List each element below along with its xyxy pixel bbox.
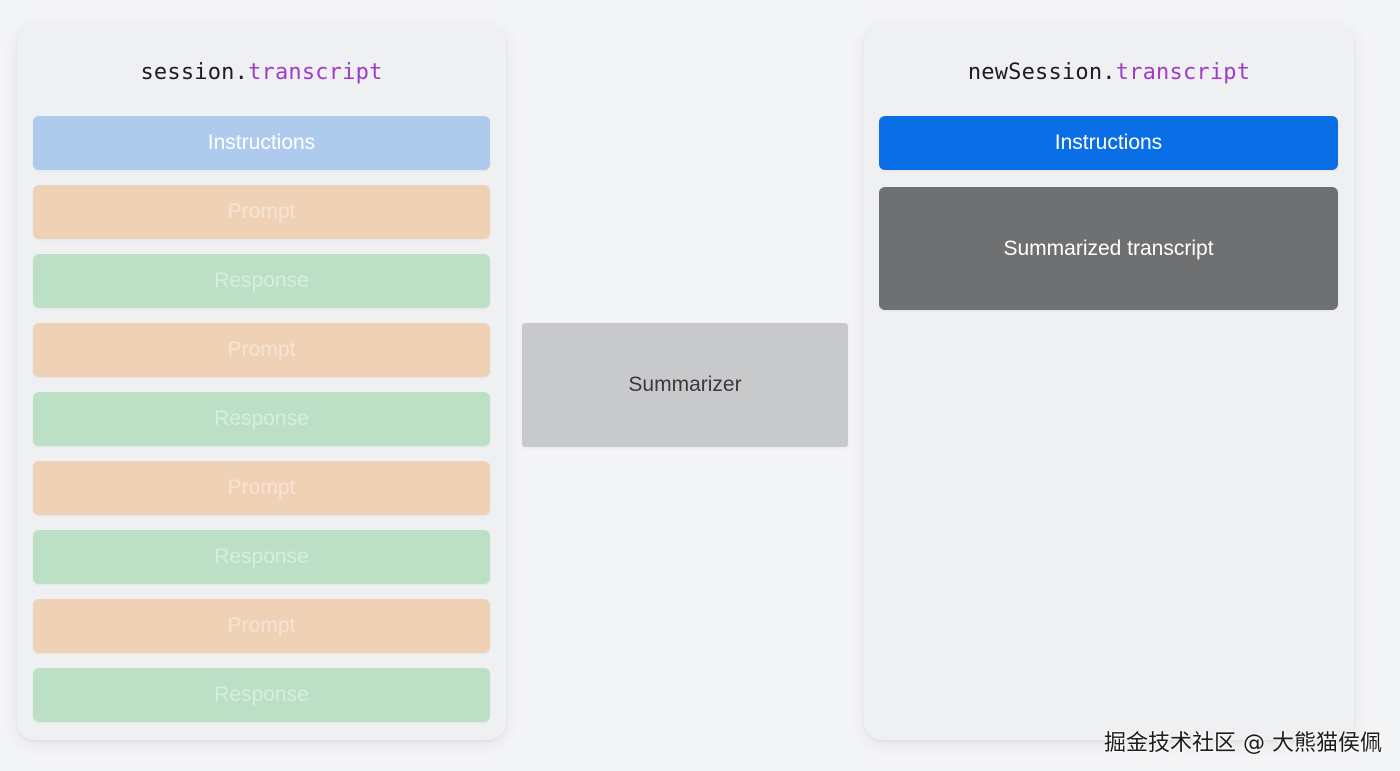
prompt-block: Prompt [33, 185, 490, 239]
response-block: Response [33, 668, 490, 722]
response-block: Response [33, 392, 490, 446]
title-property: transcript [248, 60, 383, 85]
summarizer-box: Summarizer [522, 323, 848, 447]
title-property: transcript [1115, 60, 1251, 85]
new-session-transcript-title: newSession.transcript [864, 60, 1354, 85]
prompt-block: Prompt [33, 323, 490, 377]
prompt-block: Prompt [33, 461, 490, 515]
instructions-block: Instructions [33, 116, 490, 170]
session-transcript-title: session.transcript [17, 60, 506, 85]
response-block: Response [33, 254, 490, 308]
watermark: 掘金技术社区 @ 大熊猫侯佩 [1104, 731, 1382, 756]
summarized-transcript-block: Summarized transcript [879, 187, 1338, 310]
prompt-block: Prompt [33, 599, 490, 653]
new-session-transcript-panel: newSession.transcript Instructions Summa… [864, 24, 1354, 740]
title-object: session [140, 60, 235, 85]
instructions-block: Instructions [879, 116, 1338, 170]
session-transcript-panel: session.transcript Instructions Prompt R… [17, 24, 506, 740]
title-dot: . [234, 60, 249, 85]
title-object: newSession [967, 60, 1103, 85]
response-block: Response [33, 530, 490, 584]
title-dot: . [1102, 60, 1116, 85]
